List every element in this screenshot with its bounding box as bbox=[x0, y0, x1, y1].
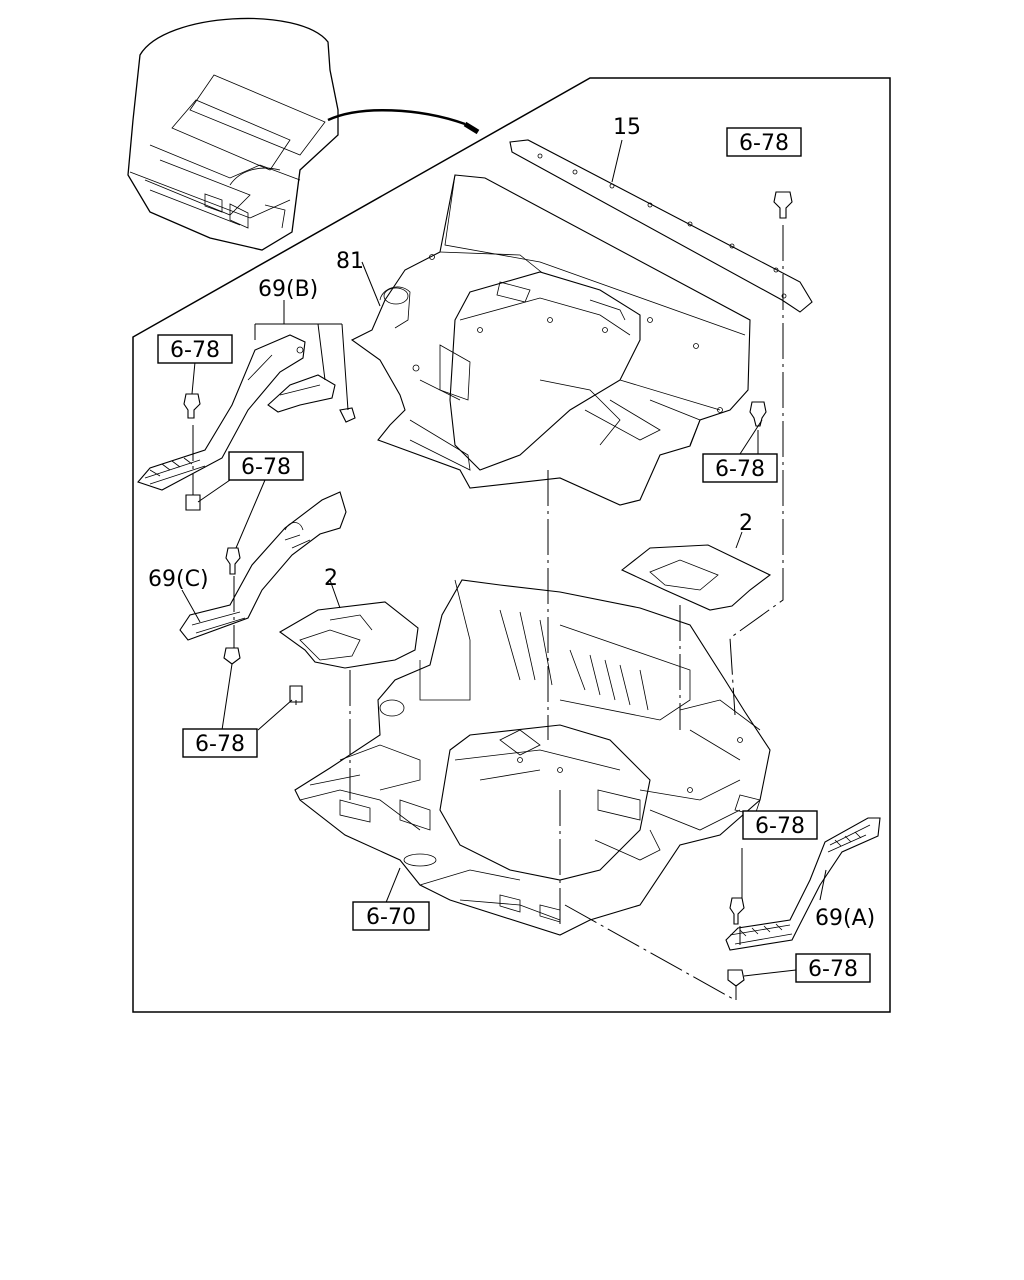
part-label-81: 81 bbox=[336, 249, 364, 274]
part-label-69b: 69(B) bbox=[258, 277, 318, 302]
part-2-right-shield bbox=[620, 544, 772, 611]
ref-box-8[interactable]: 6-78 bbox=[795, 953, 871, 983]
assembly-frame bbox=[132, 77, 891, 1013]
ref-box-label: 6-78 bbox=[170, 338, 220, 363]
ref-box-label: 6-70 bbox=[366, 905, 416, 930]
part-label-15: 15 bbox=[613, 115, 641, 140]
main-floor-panel bbox=[294, 579, 771, 936]
part-label-69c: 69(C) bbox=[148, 567, 209, 592]
part-69b-bracket bbox=[137, 300, 356, 491]
cab-overview-inset bbox=[127, 17, 480, 251]
part-15-panel bbox=[509, 139, 813, 313]
leader-lines bbox=[181, 361, 797, 977]
ref-box-label: 6-78 bbox=[241, 455, 291, 480]
part-69a-step bbox=[725, 817, 881, 951]
part-label-2-left: 2 bbox=[324, 566, 338, 591]
ref-box-label: 6-78 bbox=[715, 457, 765, 482]
fasteners bbox=[183, 191, 793, 987]
ref-box-label: 6-78 bbox=[739, 131, 789, 156]
ref-box-3[interactable]: 6-78 bbox=[228, 451, 304, 481]
ref-box-6[interactable]: 6-70 bbox=[352, 901, 430, 931]
ref-box-label: 6-78 bbox=[808, 957, 858, 982]
ref-box-4[interactable]: 6-78 bbox=[702, 453, 778, 483]
part-2-left-shield bbox=[278, 601, 419, 669]
ref-box-1[interactable]: 6-78 bbox=[726, 127, 802, 157]
ref-box-7[interactable]: 6-78 bbox=[742, 810, 818, 840]
ref-box-label: 6-78 bbox=[755, 814, 805, 839]
alignment-lines bbox=[192, 225, 784, 1001]
part-69c-step bbox=[179, 491, 347, 641]
ref-box-label: 6-78 bbox=[195, 732, 245, 757]
part-81-floor-cover bbox=[350, 174, 767, 506]
ref-box-2[interactable]: 6-78 bbox=[157, 334, 233, 364]
part-label-2-right: 2 bbox=[739, 511, 753, 536]
ref-box-5[interactable]: 6-78 bbox=[182, 728, 258, 758]
part-label-69a: 69(A) bbox=[815, 906, 875, 931]
